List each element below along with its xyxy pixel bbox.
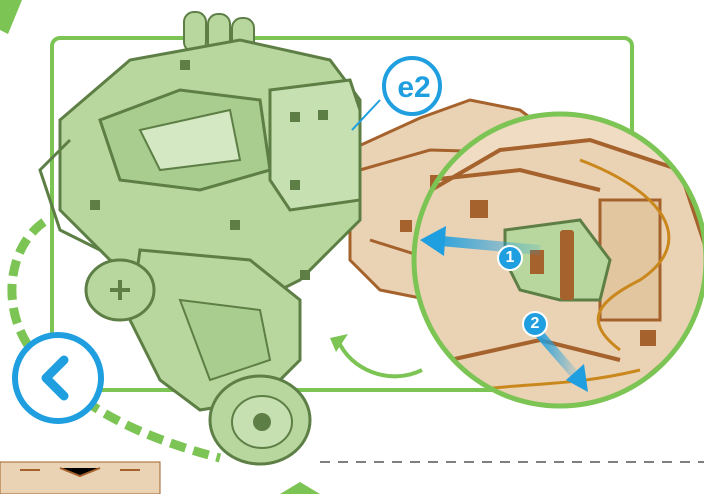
zoom-detail bbox=[414, 114, 704, 410]
page-bottom-marker bbox=[280, 482, 320, 494]
chevron-left-icon bbox=[32, 352, 84, 404]
step-1-number: 1 bbox=[498, 246, 522, 270]
step-2-number: 2 bbox=[523, 312, 547, 336]
zoom-pointer-arrowhead bbox=[330, 334, 348, 352]
page-corner-marker bbox=[0, 0, 22, 34]
zoom-pointer-arrow bbox=[338, 340, 422, 376]
parts-thumbnail bbox=[0, 462, 160, 494]
callout-label: e2 bbox=[380, 58, 448, 118]
back-button[interactable] bbox=[12, 332, 104, 424]
